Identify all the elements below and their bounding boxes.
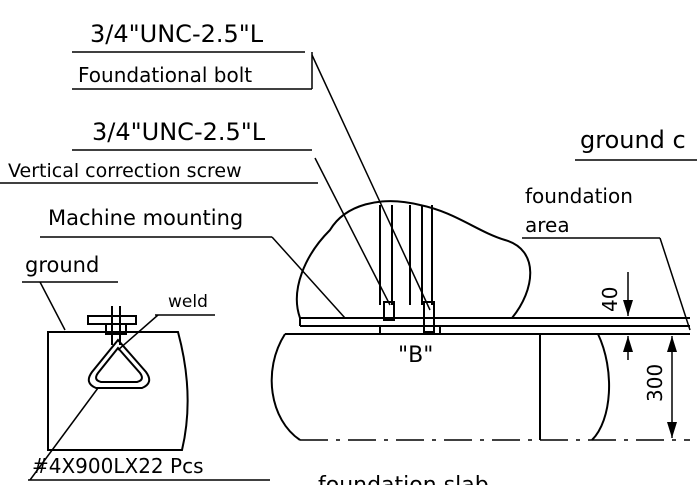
bolt-leader-line xyxy=(311,54,431,311)
foundation-left-edge xyxy=(270,333,301,441)
bolt-name-label: Foundational bolt xyxy=(78,63,252,87)
dimension-40: 40 xyxy=(598,272,633,360)
rebar-loop-outer xyxy=(87,338,151,389)
machine-mounting-label: Machine mounting xyxy=(48,206,243,230)
bar-spec-label: #4X900LX22 Pcs xyxy=(32,454,203,478)
detail-marker-b: "B" xyxy=(398,343,433,368)
left-section: ground weld xyxy=(22,253,215,451)
dim-300-value: 300 xyxy=(643,364,667,402)
foundation-right-edge xyxy=(591,333,611,441)
foundation-area-label-1: foundation xyxy=(525,184,633,208)
foundation-area-leader xyxy=(659,237,691,331)
screw-name-label: Vertical correction screw xyxy=(8,160,242,182)
left-concrete-block xyxy=(47,331,189,451)
screw-leader-line xyxy=(314,157,391,306)
dim-300-arrow-top xyxy=(667,336,677,352)
screw-spec-label: 3/4"UNC-2.5"L xyxy=(92,118,266,146)
dim-40-value: 40 xyxy=(598,287,622,312)
foundation-bolt-head xyxy=(423,301,435,333)
bar-spec-leader xyxy=(29,387,99,481)
ground-right-label: ground c xyxy=(580,126,686,154)
callout-rebar-spec: #4X900LX22 Pcs xyxy=(28,387,270,481)
machine-mounting-leader xyxy=(271,236,346,319)
left-bolt-nut xyxy=(105,323,127,335)
dim-40-arrow-lower xyxy=(623,336,633,352)
callout-machine-mounting: Machine mounting xyxy=(40,206,346,319)
dim-40-arrow xyxy=(623,300,633,316)
foundation-block: foundation slab xyxy=(270,333,690,485)
bolt-spec-label: 3/4"UNC-2.5"L xyxy=(90,20,264,48)
rebar-loop-inner xyxy=(95,346,143,383)
machine-body-outline xyxy=(295,200,532,319)
callout-correction-screw: 3/4"UNC-2.5"L Vertical correction screw xyxy=(0,118,391,306)
ground-left-label: ground xyxy=(25,253,99,277)
callout-foundational-bolt: 3/4"UNC-2.5"L Foundational bolt xyxy=(72,20,431,311)
bottom-partial-label: foundation slab xyxy=(318,473,489,485)
correction-screw-head xyxy=(383,301,395,321)
dim-300-arrow-bottom xyxy=(667,422,677,438)
machine-section: "B" xyxy=(295,200,690,368)
ground-left-leader xyxy=(39,281,66,331)
foundation-area-label-2: area xyxy=(525,213,570,237)
right-callouts: ground c foundation area xyxy=(522,126,697,331)
dimension-300: 300 xyxy=(643,336,677,438)
weld-label: weld xyxy=(168,292,208,312)
